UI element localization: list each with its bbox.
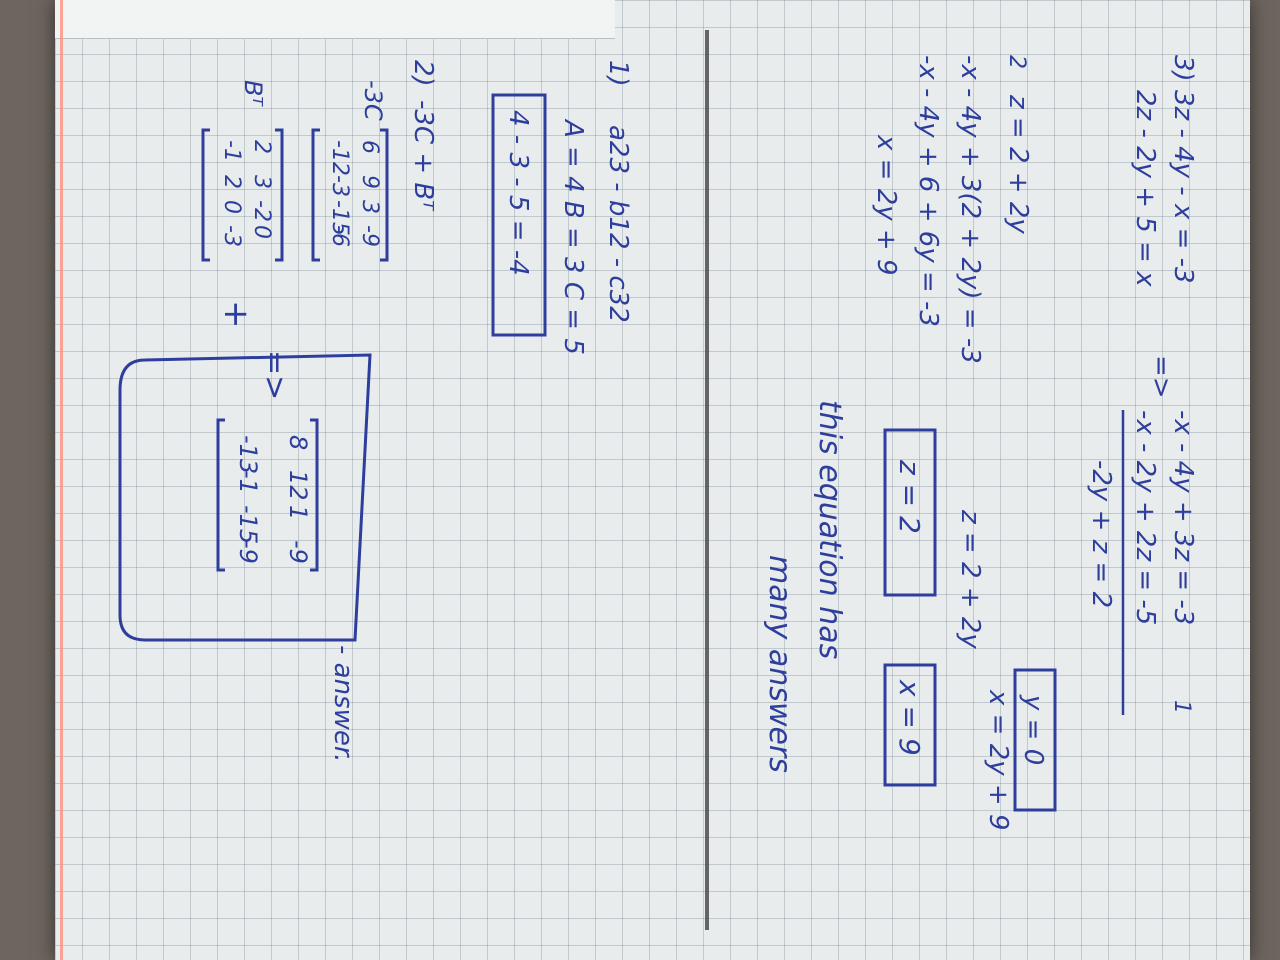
substitution-line1: -x - 4y + 3(2 + 2y) = -3: [955, 55, 985, 364]
problem1-values: A = 4 B = 3 C = 5: [558, 118, 588, 355]
notebook-fold: [705, 30, 709, 930]
problem1-expression: a23 - b12 - c32: [603, 125, 633, 323]
result-r2c2: -1: [234, 470, 262, 494]
answer-label: - answer.: [328, 645, 358, 762]
matrix-3c-label: -3C: [359, 80, 387, 121]
step-z: z = 2 + 2y: [1003, 94, 1033, 234]
problem1-number: 1): [603, 60, 633, 87]
answer-x: x = 9: [893, 679, 926, 756]
answer-x-box: [883, 663, 937, 787]
problem2: 2) -3C + Bᵀ -3C 6 -12 9 -3 3 -15 -9 -6 B…: [118, 60, 438, 762]
plus-sign: +: [216, 300, 256, 329]
matrix-bt-r1c1: 2: [249, 140, 274, 154]
facing-page-edge: [55, 0, 615, 39]
matrix-3c-r1c2: -12: [327, 140, 352, 176]
matrix-3c-brackets: [311, 128, 389, 262]
matrix-bt-r4c2: -3: [219, 225, 244, 247]
result-r1c1: 8: [284, 435, 312, 450]
matrix-bt-brackets: [201, 128, 284, 262]
problem1-result: 4 - 3 - 5 = -4: [503, 110, 533, 276]
answer-z: z = 2: [893, 459, 926, 534]
result-r3c2: -15: [234, 505, 262, 544]
matrix-3c-r3c1: 3: [357, 200, 382, 214]
matrix-3c-r2c1: 9: [357, 175, 382, 189]
result-x-expression: x = 2y + 9: [983, 689, 1013, 831]
answer-matrix-box: [118, 353, 372, 642]
note-line2: many answers: [762, 555, 797, 773]
problem3-number: 3): [1168, 55, 1198, 82]
matrix-bt-r4c1: 0: [249, 225, 274, 239]
answer-y-box: [1013, 668, 1057, 812]
circle-label-1: 1: [1169, 700, 1194, 714]
system-line2: 2z - 2y + 5 = x: [1130, 90, 1160, 287]
matrix-bt-r3c2: 0: [219, 200, 244, 214]
margin-line: [60, 0, 63, 960]
result-r4c2: -9: [234, 540, 262, 564]
subtracted-result: -2y + z = 2: [1086, 460, 1116, 608]
result-matrix-brackets: [216, 418, 319, 572]
matrix-3c-r1c1: 6: [357, 140, 382, 154]
note-line1: this equation has: [812, 400, 847, 659]
problem2-number: 2): [408, 60, 438, 87]
answer-z-box: [883, 428, 937, 597]
rewritten-line2: -x - 2y + 2z = -5: [1130, 410, 1160, 625]
result-r2c1: 12: [284, 470, 312, 501]
matrix-3c-r3c2: -15: [327, 200, 352, 236]
result-r4c1: -9: [284, 540, 312, 564]
system-line1: 3z - 4y - x = -3: [1168, 90, 1198, 284]
implies-arrow: =>: [1146, 355, 1176, 399]
answer-y: y = 0: [1018, 694, 1048, 765]
matrix-bt-r1c2: -1: [219, 140, 244, 162]
matrix-3c-r4c2: -6: [327, 225, 352, 247]
matrix-3c-r4c1: -9: [357, 225, 382, 247]
matrix-bt-r3c1: -2: [249, 200, 274, 222]
result-z-expression: z = 2 + 2y: [955, 509, 985, 649]
problem1-answer-box: [491, 93, 547, 337]
matrix-3c-r2c2: -3: [327, 175, 352, 197]
notebook-page: [55, 0, 1250, 960]
substitution-line2: -x - 4y + 6 + 6y = -3: [913, 55, 943, 327]
matrix-bt-r2c2: 2: [219, 175, 244, 189]
circle-label-2: 2: [1004, 55, 1029, 69]
problem1: 1) a23 - b12 - c32 A = 4 B = 3 C = 5 4 -…: [491, 60, 633, 355]
rewritten-line1: -x - 4y + 3z = -3: [1168, 410, 1198, 625]
substitution-line3: x = 2y + 9: [871, 134, 901, 276]
result-r1c2: -13: [234, 435, 262, 474]
result-r3c1: 1: [284, 505, 312, 520]
matrix-bt-label: Bᵀ: [239, 80, 267, 107]
problem3-solution: 2 z = 2 + 2y -x - 4y + 3(2 + 2y) = -3 -x…: [762, 55, 1057, 831]
problem3-system: 3) 3z - 4y - x = -3 2z - 2y + 5 = x => -…: [1086, 55, 1198, 715]
problem2-expression: -3C + Bᵀ: [408, 100, 438, 212]
matrix-bt-r2c1: 3: [249, 175, 274, 189]
